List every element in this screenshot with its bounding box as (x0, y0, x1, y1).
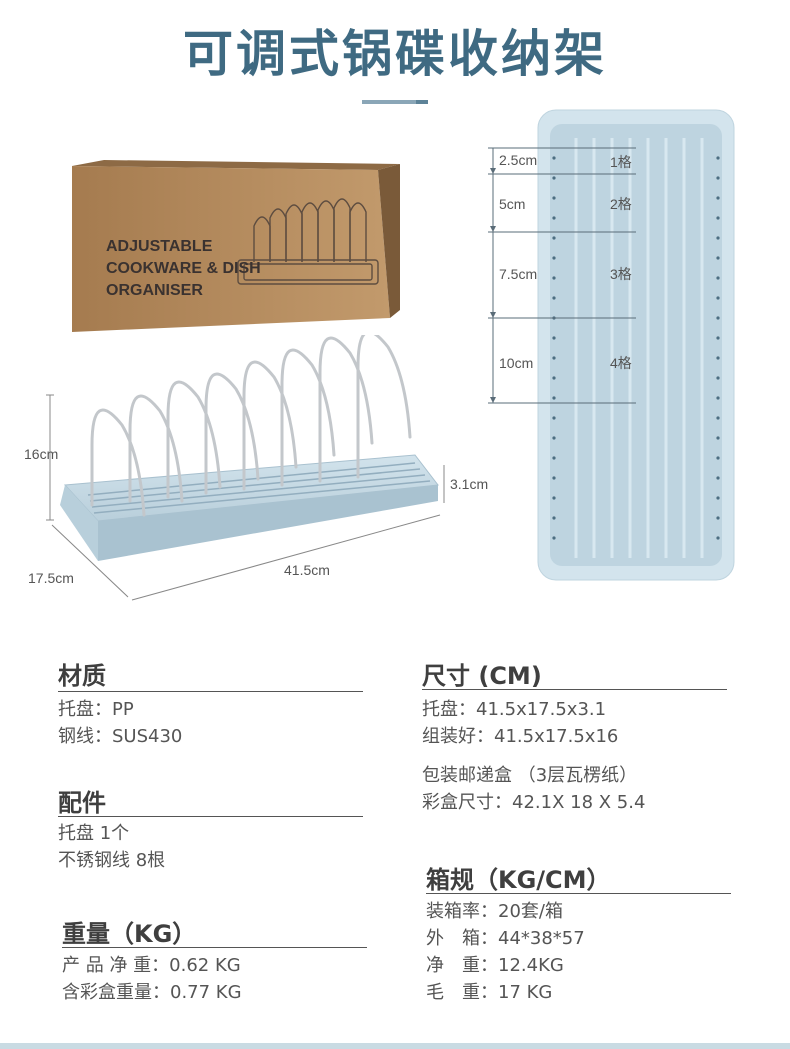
material-line: 托盘：PP (58, 699, 134, 720)
carton-divider (426, 893, 731, 894)
package-list: 包装邮递盒 （3层瓦楞纸） 彩盒尺寸：42.1X 18 X 5.4 (422, 762, 645, 816)
slot-spacing-1: 2.5cm (499, 152, 538, 168)
material-title: 材质 (58, 662, 106, 690)
accessories-line: 托盘 1个 (58, 823, 130, 844)
carton-line: 毛 重：17 KG (426, 982, 553, 1003)
material-divider (58, 691, 363, 692)
size-title: 尺寸 (CM) (422, 662, 542, 690)
box-text: ADJUSTABLE COOKWARE & DISH ORGANISER (106, 236, 261, 302)
product-box-image (72, 160, 400, 332)
accessories-title: 配件 (58, 789, 106, 817)
rack-image (46, 335, 445, 601)
box-text-line-3: ORGANISER (106, 282, 203, 299)
size-divider (422, 689, 727, 690)
size-list: 托盘：41.5x17.5x3.1 组装好：41.5x17.5x16 (422, 696, 618, 750)
tray-top-view (537, 109, 735, 581)
slot-spacing-2: 5cm (499, 196, 526, 212)
material-list: 托盘：PP 钢线：SUS430 (58, 696, 182, 750)
box-text-line-2: COOKWARE & DISH (106, 260, 261, 277)
slot-count-1: 1格 (610, 154, 632, 170)
slot-spacing-4: 10cm (499, 355, 534, 371)
carton-title: 箱规（KG/CM） (426, 866, 611, 894)
page-title: 可调式锅碟收纳架 (183, 25, 607, 83)
slot-spacing-markers (488, 147, 636, 404)
slot-count-3: 3格 (610, 266, 632, 282)
weight-list: 产 品 净 重：0.62 KG 含彩盒重量：0.77 KG (62, 952, 242, 1006)
weight-title: 重量（KG） (62, 920, 197, 948)
accessories-line: 不锈钢线 8根 (58, 850, 166, 871)
package-line: 彩盒尺寸：42.1X 18 X 5.4 (422, 792, 646, 813)
weight-line: 产 品 净 重：0.62 KG (62, 955, 241, 976)
slot-spacing-3: 7.5cm (499, 266, 538, 282)
carton-line: 外 箱：44*38*57 (426, 928, 585, 949)
rack-length-label: 41.5cm (284, 562, 330, 578)
bottom-bar (0, 1043, 790, 1049)
carton-line: 装箱率：20套/箱 (426, 901, 563, 922)
carton-line: 净 重：12.4KG (426, 955, 564, 976)
weight-line: 含彩盒重量：0.77 KG (62, 982, 242, 1003)
accessories-divider (58, 816, 363, 817)
accessories-list: 托盘 1个 不锈钢线 8根 (58, 820, 165, 874)
box-text-line-1: ADJUSTABLE (106, 238, 213, 255)
tray-height-label: 3.1cm (450, 476, 489, 492)
material-line: 钢线：SUS430 (58, 726, 183, 747)
carton-list: 装箱率：20套/箱 外 箱：44*38*57 净 重：12.4KG 毛 重：17… (426, 898, 585, 1006)
package-line: 包装邮递盒 （3层瓦楞纸） (422, 765, 638, 786)
rack-width-label: 17.5cm (28, 570, 74, 586)
size-line: 组装好：41.5x17.5x16 (422, 726, 619, 747)
size-line: 托盘：41.5x17.5x3.1 (422, 699, 607, 720)
weight-divider (62, 947, 367, 948)
slot-count-2: 2格 (610, 196, 632, 212)
slot-count-4: 4格 (610, 355, 632, 371)
title-divider (362, 100, 428, 104)
rack-height-label: 16cm (24, 446, 59, 462)
